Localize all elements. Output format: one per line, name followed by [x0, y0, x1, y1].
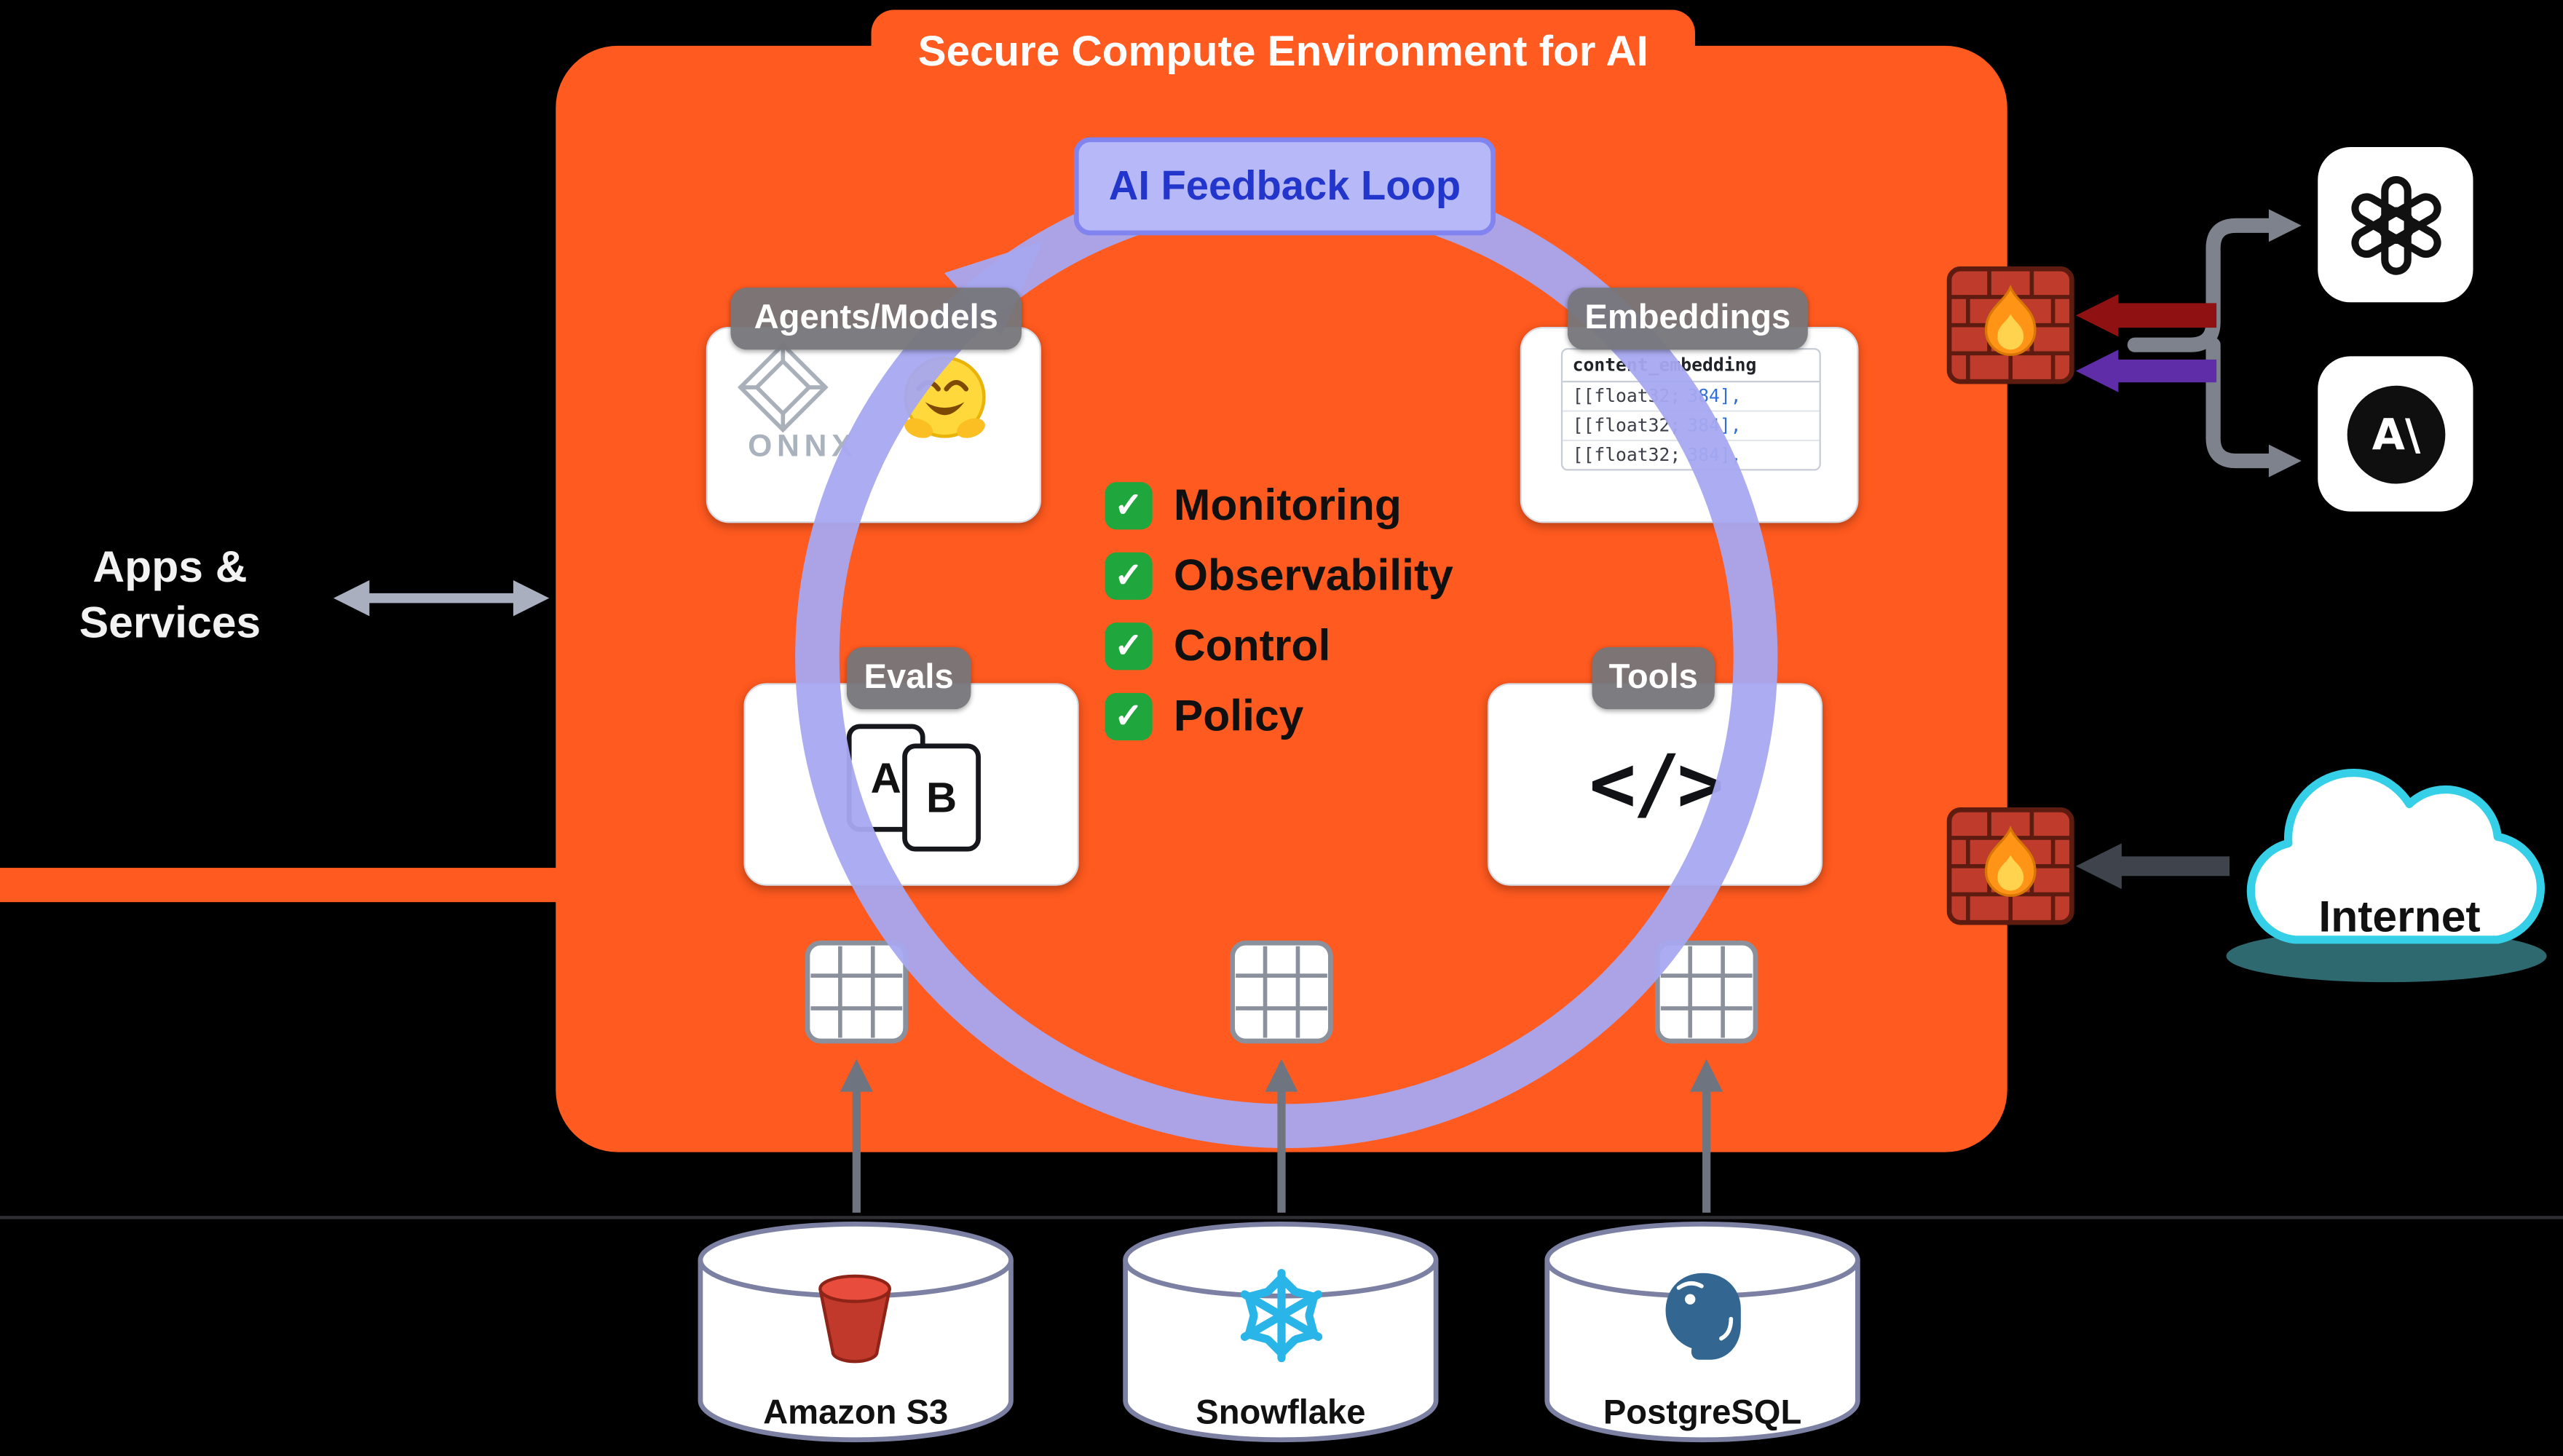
snowflake-logo-icon: [1240, 1269, 1323, 1363]
embedding-row: [[float32;384],: [1563, 412, 1820, 442]
inbound-red-arrow: [2076, 294, 2217, 337]
apps-services-label: Apps & Services: [79, 542, 261, 647]
database-label: PostgreSQL: [1603, 1393, 1802, 1432]
check-icon: ✓: [1105, 482, 1153, 530]
ab-test-card-b: B: [902, 743, 981, 852]
cloud-shape: [2246, 768, 2545, 944]
title-text: Secure Compute Environment for AI: [917, 25, 1648, 75]
check-icon: ✓: [1105, 622, 1153, 670]
check-icon: ✓: [1105, 552, 1153, 600]
database-label: Amazon S3: [763, 1393, 949, 1432]
flame-icon: [1984, 826, 2037, 897]
page-title: Secure Compute Environment for AI: [871, 9, 1695, 92]
anthropic-provider-box: A\: [2318, 356, 2473, 512]
feedback-loop-label: AI Feedback Loop: [1073, 137, 1496, 236]
database-snowflake: Snowflake: [1120, 1217, 1442, 1446]
database-postgresql: PostgreSQL: [1541, 1217, 1863, 1446]
database-amazon-s3: Amazon S3: [695, 1217, 1016, 1446]
openai-logo-icon: [2350, 175, 2441, 274]
internet-label: Internet: [2318, 892, 2481, 942]
onnx-diamond-icon: [737, 341, 829, 433]
embeddings-label: Embeddings: [1584, 298, 1791, 337]
anthropic-logo-icon: A\: [2346, 384, 2445, 483]
llm-outbound-connectors: [2127, 218, 2280, 469]
checklist-item: ✓ Control: [1105, 612, 1453, 682]
inbound-purple-arrow: [2076, 349, 2217, 392]
code-icon: </>: [1589, 738, 1724, 831]
checklist-item: ✓ Monitoring: [1105, 471, 1453, 542]
apps-services-arrow: [333, 579, 550, 617]
checklist-item: ✓ Observability: [1105, 541, 1453, 612]
evals-card: A B: [743, 683, 1079, 886]
database-label: Snowflake: [1196, 1393, 1366, 1432]
table-icon: [1230, 940, 1333, 1044]
embedding-table: content_embedding [[float32;384], [[floa…: [1560, 348, 1821, 471]
table-icon: [805, 940, 909, 1044]
agents-models-card: ONNX: [706, 326, 1041, 523]
s3-logo-icon: [818, 1274, 891, 1364]
table-icon: [1654, 940, 1758, 1044]
tools-pill: Tools: [1592, 646, 1715, 710]
onnx-label: ONNX: [748, 430, 858, 464]
embeddings-card: content_embedding [[float32;384], [[floa…: [1520, 326, 1859, 523]
agents-models-label: Agents/Models: [754, 298, 998, 337]
postgresql-logo-icon: [1665, 1273, 1741, 1360]
baseline-divider: [0, 1216, 2563, 1219]
governance-checklist: ✓ Monitoring ✓ Observability ✓ Control ✓…: [1105, 471, 1453, 752]
llm-arrowheads: [2268, 209, 2302, 478]
feedback-loop-text: AI Feedback Loop: [1108, 162, 1461, 209]
apps-connection-bar: [0, 868, 564, 903]
svg-text:A\: A\: [2372, 409, 2420, 459]
check-icon: ✓: [1105, 692, 1153, 740]
evals-pill: Evals: [846, 646, 971, 710]
embedding-row: [[float32;384],: [1572, 444, 1742, 466]
hugging-face-icon: [901, 355, 989, 443]
openai-provider-box: [2318, 147, 2473, 303]
embedding-table-header: content_embedding: [1563, 349, 1820, 383]
onnx-logo: ONNX: [737, 341, 868, 466]
tools-card: </>: [1487, 683, 1823, 886]
embeddings-pill: Embeddings: [1567, 288, 1808, 350]
internet-cloud: [2226, 768, 2547, 983]
embedding-row: [[float32;384],: [1563, 382, 1820, 412]
agents-models-pill: Agents/Models: [730, 288, 1022, 350]
firewall-icon: [1946, 807, 2074, 925]
checklist-item: ✓ Policy: [1105, 681, 1453, 752]
internet-link-arrow: [2076, 843, 2230, 890]
evals-label: Evals: [864, 658, 954, 697]
firewall-icon: [1946, 266, 2074, 384]
flame-icon: [1984, 284, 2037, 356]
tools-label: Tools: [1608, 658, 1698, 697]
